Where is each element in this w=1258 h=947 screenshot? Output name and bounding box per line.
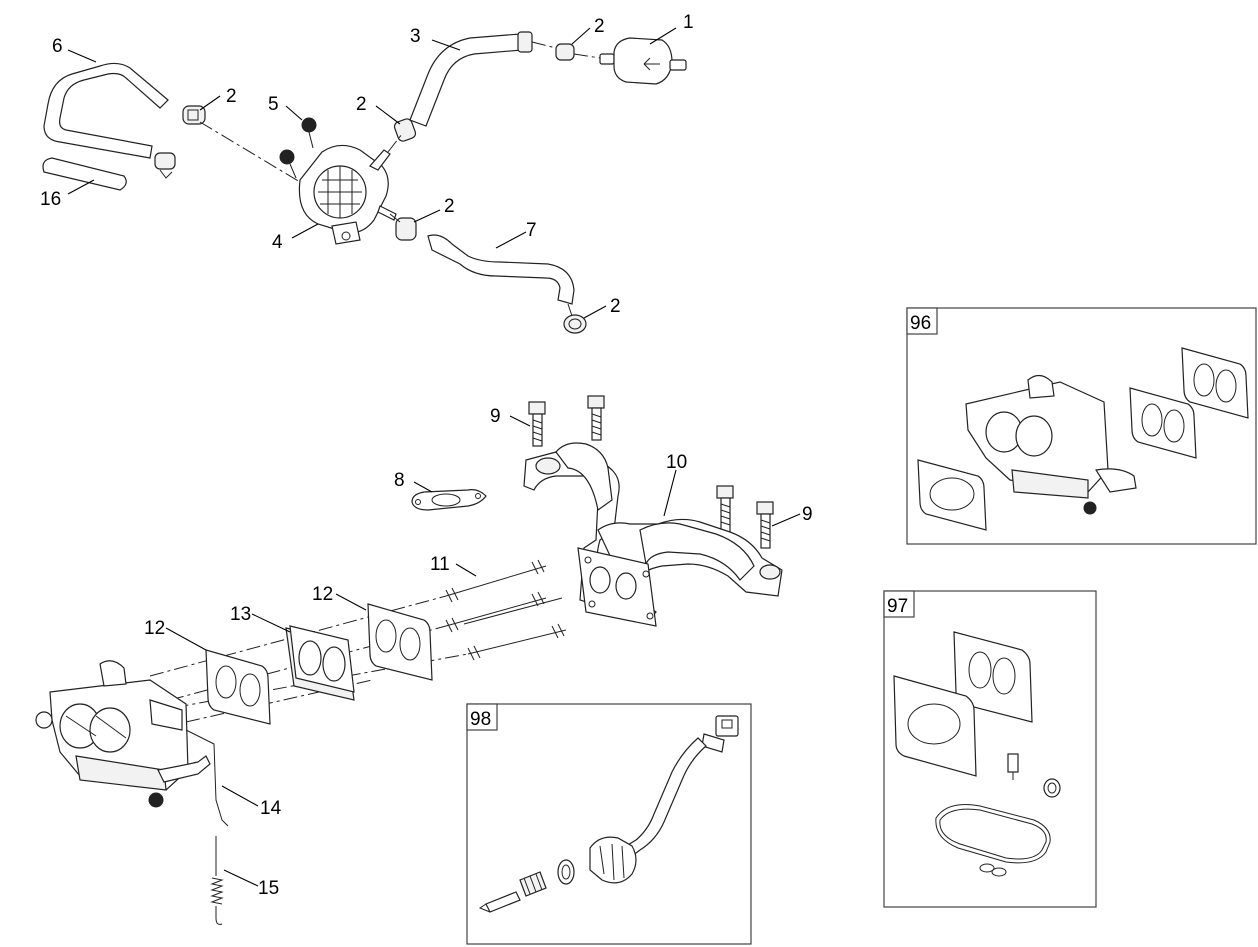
callout-2: 2 [594,16,605,37]
gasket-icon [1129,387,1197,459]
gasket-icon[interactable] [205,649,271,725]
bolt-icon[interactable] [716,485,734,533]
fuel-system-group [42,31,687,334]
fuel-filter-icon[interactable] [599,37,687,85]
callout-8: 8 [394,470,405,491]
fuel-pump-icon[interactable] [298,144,397,245]
callout-2: 2 [444,196,455,217]
leader-lines [67,27,801,887]
screw-icon[interactable] [279,149,297,179]
callout-14: 14 [260,798,282,819]
hose-clamp-icon[interactable] [393,118,417,143]
gasket-icon[interactable] [411,489,487,511]
callout-15: 15 [258,878,279,899]
screw-icon[interactable] [301,117,317,149]
fuel-hose-16[interactable] [42,157,127,191]
callout-12: 12 [312,584,333,605]
gasket-icon [917,459,987,531]
washer-icon [1043,778,1061,798]
stud-icon[interactable] [467,623,567,661]
callout-16: 16 [40,189,61,210]
washer-icon [979,863,1007,877]
callout-6: 6 [52,36,63,57]
gasket-icon[interactable] [367,603,433,681]
intake-manifold-icon[interactable] [523,442,783,627]
hose-clamp-icon[interactable] [563,314,587,334]
callout-5: 5 [268,94,279,115]
callout-2: 2 [226,86,237,107]
needle-icon [478,891,521,913]
bolt-icon[interactable] [756,501,774,549]
spacer-icon[interactable] [285,625,355,701]
callout-2: 2 [356,94,367,115]
kit-box-97[interactable]: 97 [883,590,1097,908]
gasket-icon [893,675,977,777]
washer-icon [557,859,575,885]
needle-valve-icon [1007,753,1019,780]
stud-icon[interactable] [445,559,547,603]
fuel-hose-3[interactable] [409,33,523,127]
bolt-icon[interactable] [528,401,546,447]
callout-3: 3 [410,26,421,47]
kit-box-98[interactable]: 98 [466,703,752,945]
callout-10: 10 [666,452,687,473]
callouts: 1 2 3 6 2 5 2 16 2 7 4 2 9 10 8 9 11 12 … [40,12,813,899]
callout-12: 12 [144,618,165,639]
hose-clamp-icon[interactable] [555,43,575,61]
callout-7: 7 [526,220,537,241]
kit-label-97: 97 [887,596,908,617]
kit-label-98: 98 [470,709,491,730]
stud-icon[interactable] [445,591,547,633]
carburetor-icon [965,374,1137,515]
fuel-hose-6[interactable] [43,62,169,159]
callout-2: 2 [610,296,621,317]
kit-label-96: 96 [910,313,931,334]
callout-9: 9 [490,406,501,427]
callout-4: 4 [272,232,283,253]
spring-icon[interactable] [210,836,224,925]
bolt-icon[interactable] [587,395,605,441]
callout-13: 13 [230,604,251,625]
carburetor-icon[interactable] [35,660,229,827]
callout-9: 9 [802,504,813,525]
callout-1: 1 [683,12,694,33]
gasket-icon [1181,347,1249,419]
hose-clamp-icon[interactable] [395,217,417,241]
stud-icon[interactable] [463,597,563,625]
hose-clamp-icon[interactable] [154,152,176,179]
intake-manifold-group [35,395,783,925]
fuel-hose-7[interactable] [427,234,575,305]
spring-icon [519,871,547,897]
hose-clamp-icon[interactable] [182,105,206,125]
solenoid-icon [589,715,739,884]
float-bowl-gasket-icon [935,804,1051,864]
kit-box-96[interactable]: 96 [906,307,1257,545]
callout-11: 11 [430,554,450,575]
